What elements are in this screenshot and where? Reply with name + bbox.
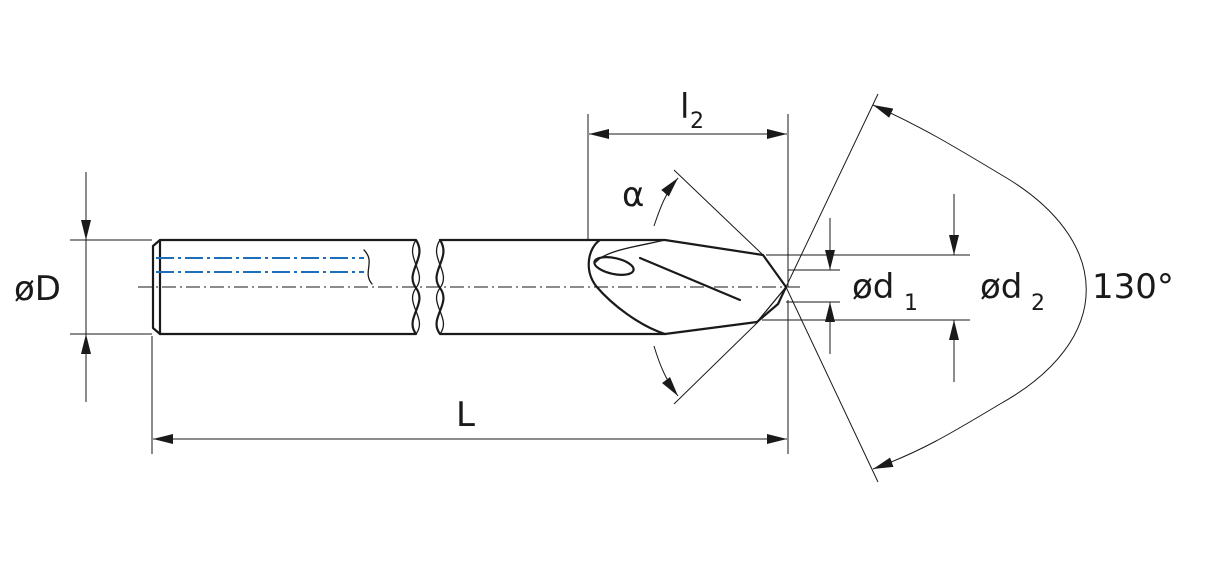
shank-diameter-label: øD	[14, 269, 61, 309]
tip-diameter-2-subscript: 2	[1031, 291, 1045, 316]
cutting-length-subscript: 2	[690, 109, 704, 134]
dimension-shank-diameter: øD	[14, 172, 152, 402]
dimension-cutting-length: l 2	[587, 87, 789, 287]
coolant-break-line	[363, 249, 373, 285]
overall-length-label: L	[456, 395, 475, 435]
coolant-outlet-icon	[593, 256, 635, 276]
dimension-helix-angle: α	[622, 169, 763, 405]
point-angle-label: 130°	[1092, 267, 1174, 307]
shank-right	[435, 238, 667, 336]
cutting-tip	[587, 238, 788, 336]
tip-diameter-2-label: ød	[980, 267, 1022, 307]
dimension-overall-length: L	[151, 300, 789, 454]
dimension-tip-diameter-2: ød 2	[762, 194, 1045, 382]
flute-edge	[638, 256, 742, 302]
cutting-length-label: l	[680, 87, 689, 127]
tip-diameter-1-label: ød	[852, 267, 894, 307]
tip-diameter-1-subscript: 1	[904, 291, 918, 316]
helix-angle-label: α	[622, 175, 644, 215]
coolant-channels	[156, 249, 373, 285]
dimension-tip-diameter-1: ød 1	[786, 218, 918, 354]
dimension-point-angle: 130°	[785, 93, 1174, 483]
